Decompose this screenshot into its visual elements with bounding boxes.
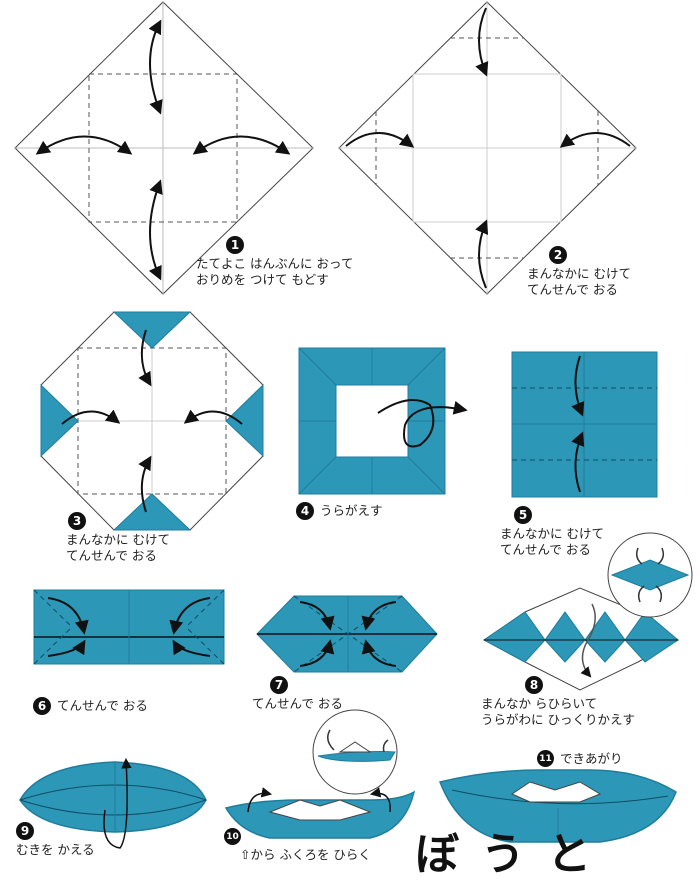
step-3-diagram [40, 311, 264, 531]
step-8-text-line-1: まんなか らひらいて [481, 696, 598, 711]
step-11-text: できあがり [560, 750, 623, 766]
step-7-diagram [256, 595, 438, 673]
step-2-text-line-2: てんせんで おる [527, 282, 618, 297]
step-5-caption: 5 まんなかに むけて てんせんで おる [500, 506, 604, 558]
step-11-number: 11 [537, 750, 554, 767]
step-9-number: 9 [16, 822, 34, 840]
step-10-text: ⇧から ふくろを ひらく [240, 847, 371, 862]
step-3-text-line-2: てんせんで おる [66, 548, 157, 563]
step-8-diagram [483, 532, 693, 691]
step-7-number: 7 [270, 676, 288, 694]
step-4-diagram [298, 347, 468, 495]
step-1-text-line-2: おりめを つけて もどす [196, 272, 329, 287]
step-4-text: うらがえす [320, 503, 383, 518]
step-2-caption: 2 まんなかに むけて てんせんで おる [527, 246, 631, 298]
step-5-number: 5 [514, 506, 532, 524]
step-1-text-line-1: たてよこ はんぶんに おって [196, 256, 354, 271]
step-1-caption: 1 たてよこ はんぶんに おって おりめを つけて もどす [196, 236, 353, 288]
step-3-number: 3 [68, 512, 86, 530]
step-2-text-line-1: まんなかに むけて [527, 266, 631, 281]
step-4-caption: 4 うらがえす [296, 502, 383, 520]
step-9-diagram [19, 757, 207, 849]
step-6-diagram [33, 589, 225, 665]
step-5-text-line-1: まんなかに むけて [500, 526, 604, 541]
step-1-diagram [14, 1, 314, 295]
step-9-text: むきを かえる [16, 842, 95, 857]
step-8-number: 8 [525, 676, 543, 694]
step-10-diagram [224, 709, 416, 839]
step-8-caption: 8 まんなか らひらいて うらがわに ひっくりかえす [481, 676, 635, 728]
step-7-text: てんせんで おる [252, 696, 343, 711]
step-5-diagram [511, 351, 658, 498]
diagram-title: ぼうと [415, 829, 613, 880]
step-9-caption: 9 むきを かえる [16, 822, 95, 858]
step-4-number: 4 [296, 502, 314, 520]
step-6-number: 6 [33, 697, 51, 715]
step-3-text-line-1: まんなかに むけて [66, 532, 170, 547]
step-10-number: 10 [224, 828, 241, 845]
step-6-caption: 6 てんせんで おる [33, 697, 148, 715]
step-11-diagram [438, 769, 677, 843]
step-5-text-line-2: てんせんで おる [500, 542, 591, 557]
step-7-caption: 7 てんせんで おる [252, 676, 343, 712]
step-10-caption: 10 ⇧から ふくろを ひらく [224, 828, 371, 863]
step-2-diagram [338, 1, 637, 295]
step-1-number: 1 [226, 236, 244, 254]
step-2-number: 2 [549, 246, 567, 264]
step-8-text-line-2: うらがわに ひっくりかえす [481, 712, 635, 727]
step-3-caption: 3 まんなかに むけて てんせんで おる [66, 512, 170, 564]
step-6-text: てんせんで おる [57, 698, 148, 713]
step-11-caption: 11 できあがり [537, 750, 623, 767]
